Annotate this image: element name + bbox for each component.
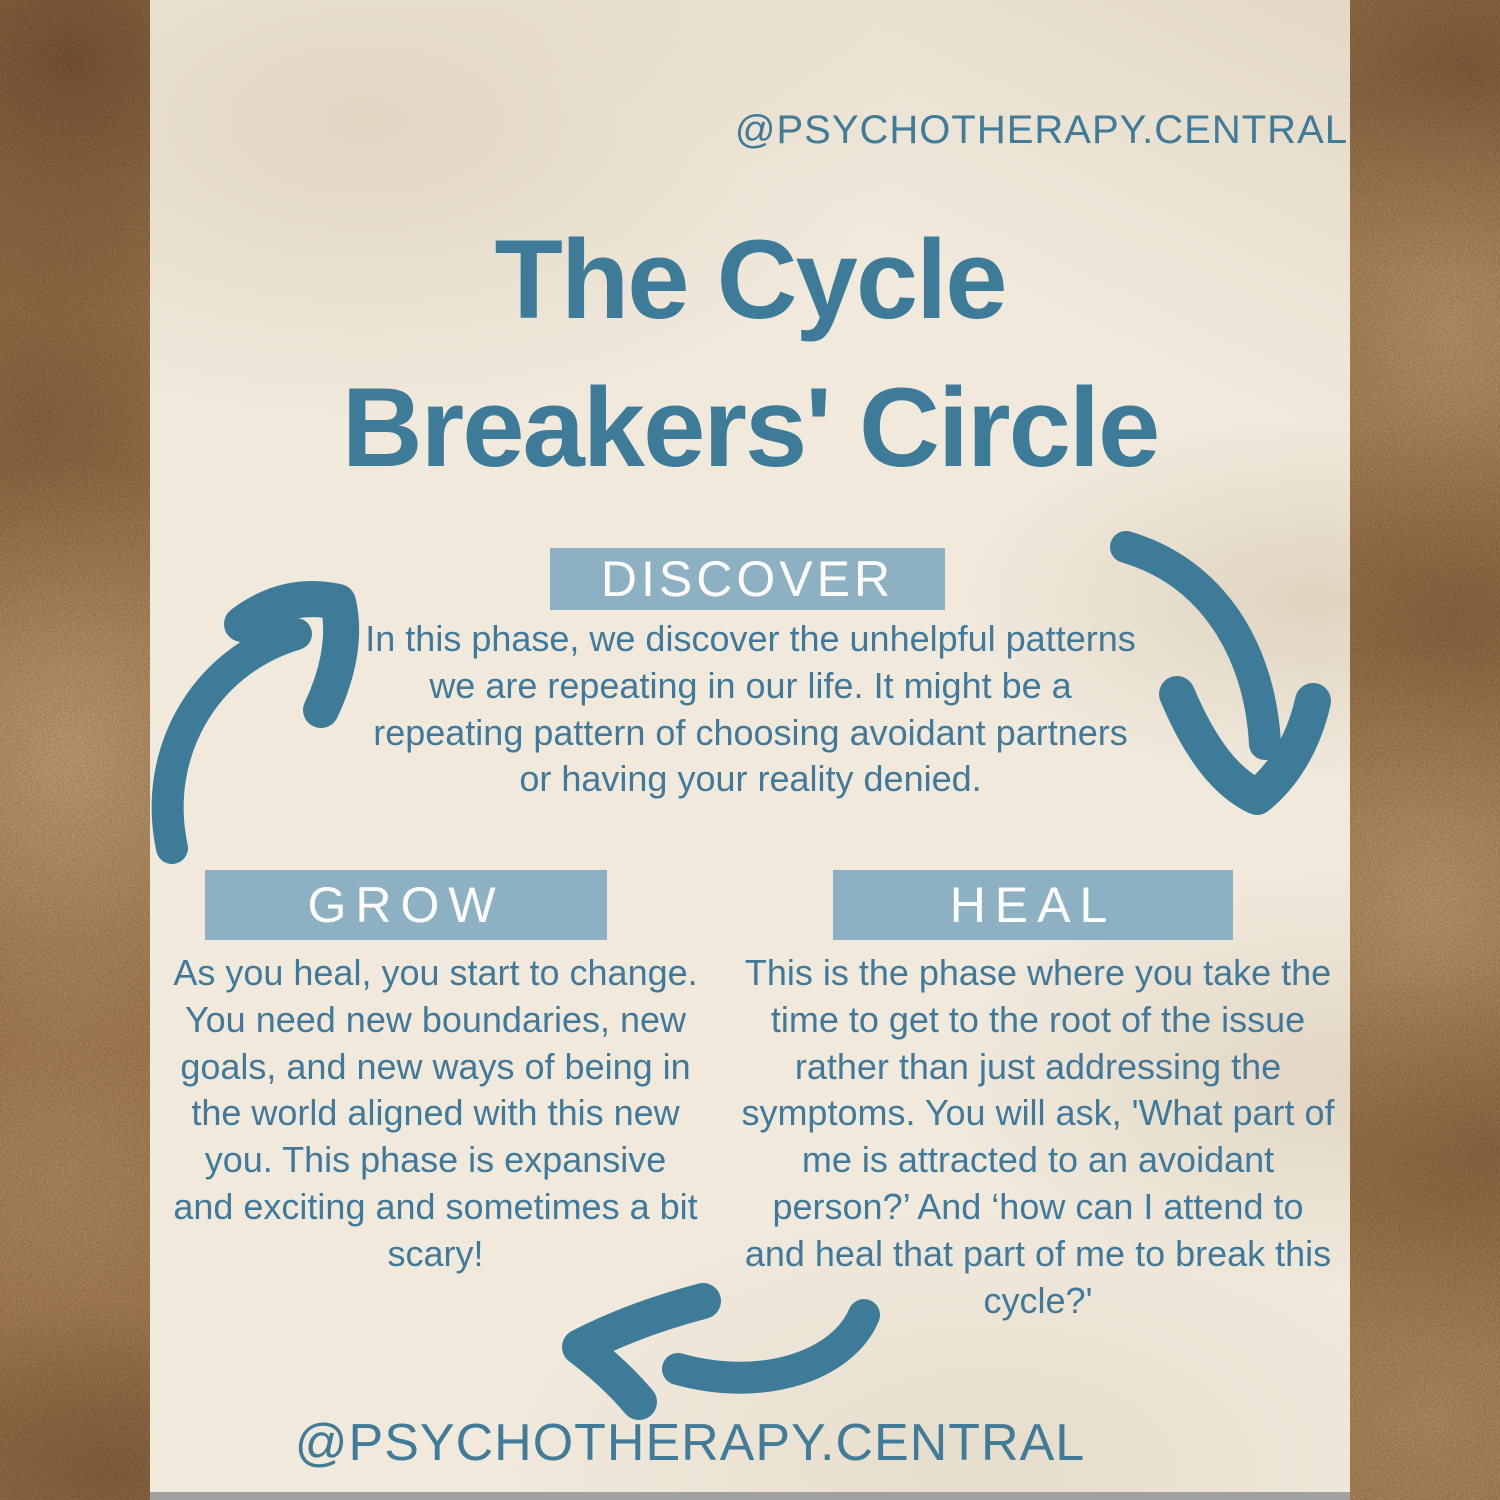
paper-panel [150, 0, 1350, 1500]
page-title-line1: The Cycle [494, 217, 1007, 342]
discover-label: DISCOVER [600, 551, 895, 607]
account-handle-bottom: @PSYCHOTHERAPY.CENTRAL [294, 1414, 1086, 1472]
paper-bottom-edge [150, 1492, 1350, 1500]
discover-label-bar: DISCOVER [550, 548, 945, 610]
page-title: The Cycle Breakers' Circle [150, 206, 1350, 502]
heal-label: HEAL [949, 877, 1117, 933]
curved-arrow-left-icon [562, 1283, 880, 1420]
page-title-line2: Breakers' Circle [341, 364, 1161, 490]
curved-arrow-down-icon [1110, 531, 1331, 815]
grow-label-bar: GROW [205, 870, 607, 940]
discover-body: In this phase, we discover the unhelpful… [365, 618, 1136, 800]
account-handle-top: @PSYCHOTHERAPY.CENTRAL [734, 108, 1348, 152]
heal-label-bar: HEAL [833, 870, 1233, 940]
curved-arrow-up-right-icon [151, 581, 360, 864]
grow-body: As you heal, you start to change. You ne… [173, 952, 698, 1274]
heal-body: This is the phase where you take the tim… [741, 952, 1335, 1321]
grow-label: GROW [307, 877, 505, 933]
